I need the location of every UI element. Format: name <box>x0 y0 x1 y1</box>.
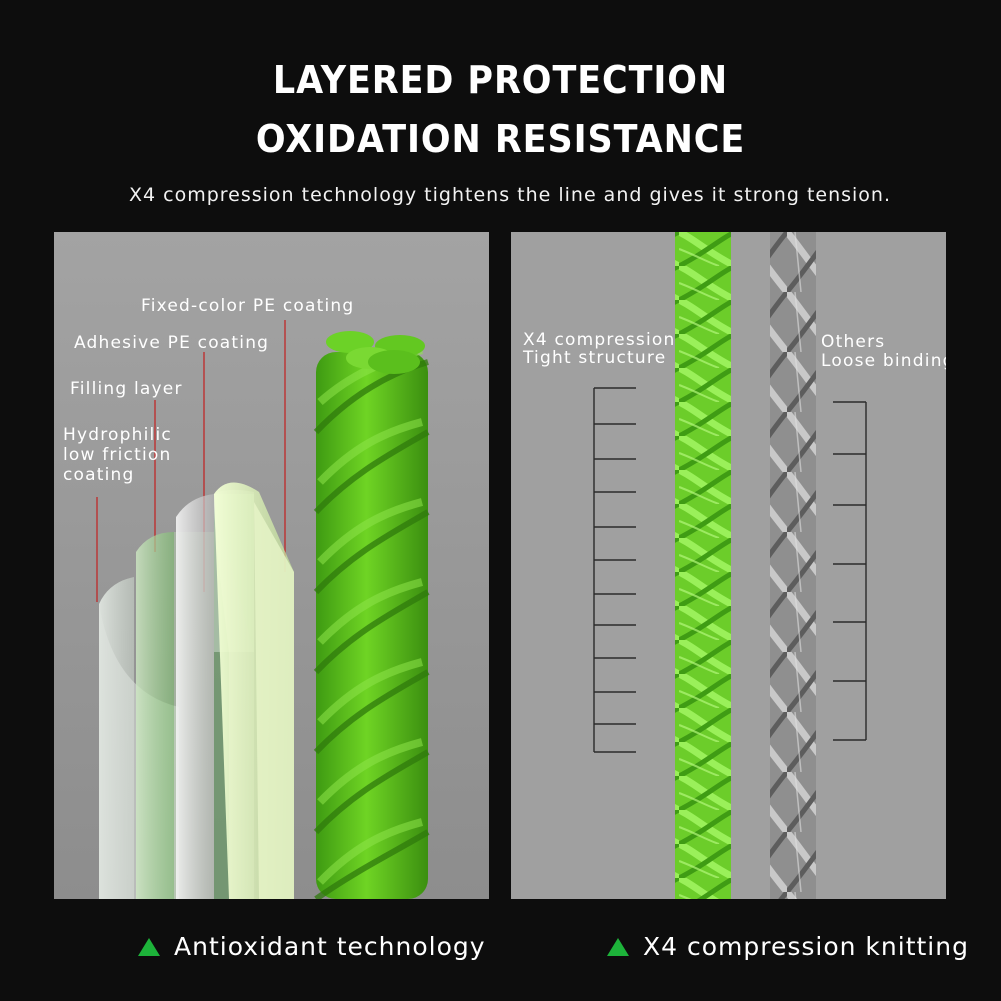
label-filling-layer: Filling layer <box>70 379 183 399</box>
title-line-1: LAYERED PROTECTION <box>272 58 729 102</box>
layer-diagram-panel: Fixed-color PE coating Adhesive PE coati… <box>54 232 489 899</box>
label-hydrophilic-line1: Hydrophilic <box>63 425 172 445</box>
label-hydrophilic-line3: coating <box>63 465 135 485</box>
twisted-rope <box>313 331 430 899</box>
label-others: Others <box>821 332 886 352</box>
label-adhesive-pe-coating: Adhesive PE coating <box>74 333 270 353</box>
gray-braided-line <box>770 232 816 899</box>
loose-ruler <box>833 401 867 741</box>
coating-layers <box>99 482 294 899</box>
label-x4-compression: X4 compression <box>523 330 676 350</box>
subtitle: X4 compression technology tightens the l… <box>128 184 892 206</box>
label-fixed-color-pe-coating: Fixed-color PE coating <box>141 296 355 316</box>
feature-antioxidant: Antioxidant technology <box>138 932 486 961</box>
label-loose-binding: Loose binding <box>821 351 946 371</box>
comparison-illustration <box>593 232 867 899</box>
title-line-2: OXIDATION RESISTANCE <box>255 117 746 161</box>
tight-ruler <box>593 387 636 753</box>
green-triangle-icon <box>138 937 160 956</box>
comparison-panel: X4 compression Tight structure Others Lo… <box>511 232 946 899</box>
feature-x4-knitting-label: X4 compression knitting <box>643 932 969 961</box>
label-tight-structure: Tight structure <box>523 348 667 368</box>
layer-diagram-illustration <box>96 320 430 899</box>
green-braided-line <box>675 232 731 899</box>
feature-antioxidant-label: Antioxidant technology <box>174 932 486 961</box>
green-triangle-icon <box>607 937 629 956</box>
label-hydrophilic-line2: low friction <box>63 445 172 465</box>
feature-x4-knitting: X4 compression knitting <box>607 932 969 961</box>
